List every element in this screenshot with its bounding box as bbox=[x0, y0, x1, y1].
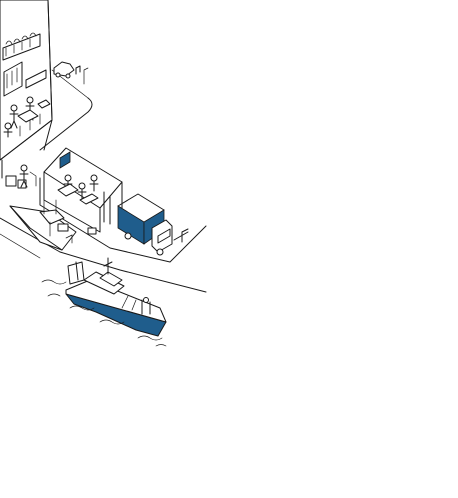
dock-crates bbox=[1, 159, 37, 189]
water-ripples bbox=[41, 279, 167, 347]
market-kiosk bbox=[43, 147, 123, 233]
warehouse-shelves bbox=[2, 32, 47, 97]
car bbox=[53, 61, 89, 85]
kiosk-sign bbox=[59, 151, 71, 169]
delivery-truck bbox=[117, 193, 189, 256]
road-curb bbox=[0, 97, 207, 293]
warehouse-building bbox=[0, 0, 89, 161]
moored-boat bbox=[9, 195, 97, 251]
warehouse-workers bbox=[3, 96, 51, 138]
fishing-boat bbox=[65, 257, 167, 337]
